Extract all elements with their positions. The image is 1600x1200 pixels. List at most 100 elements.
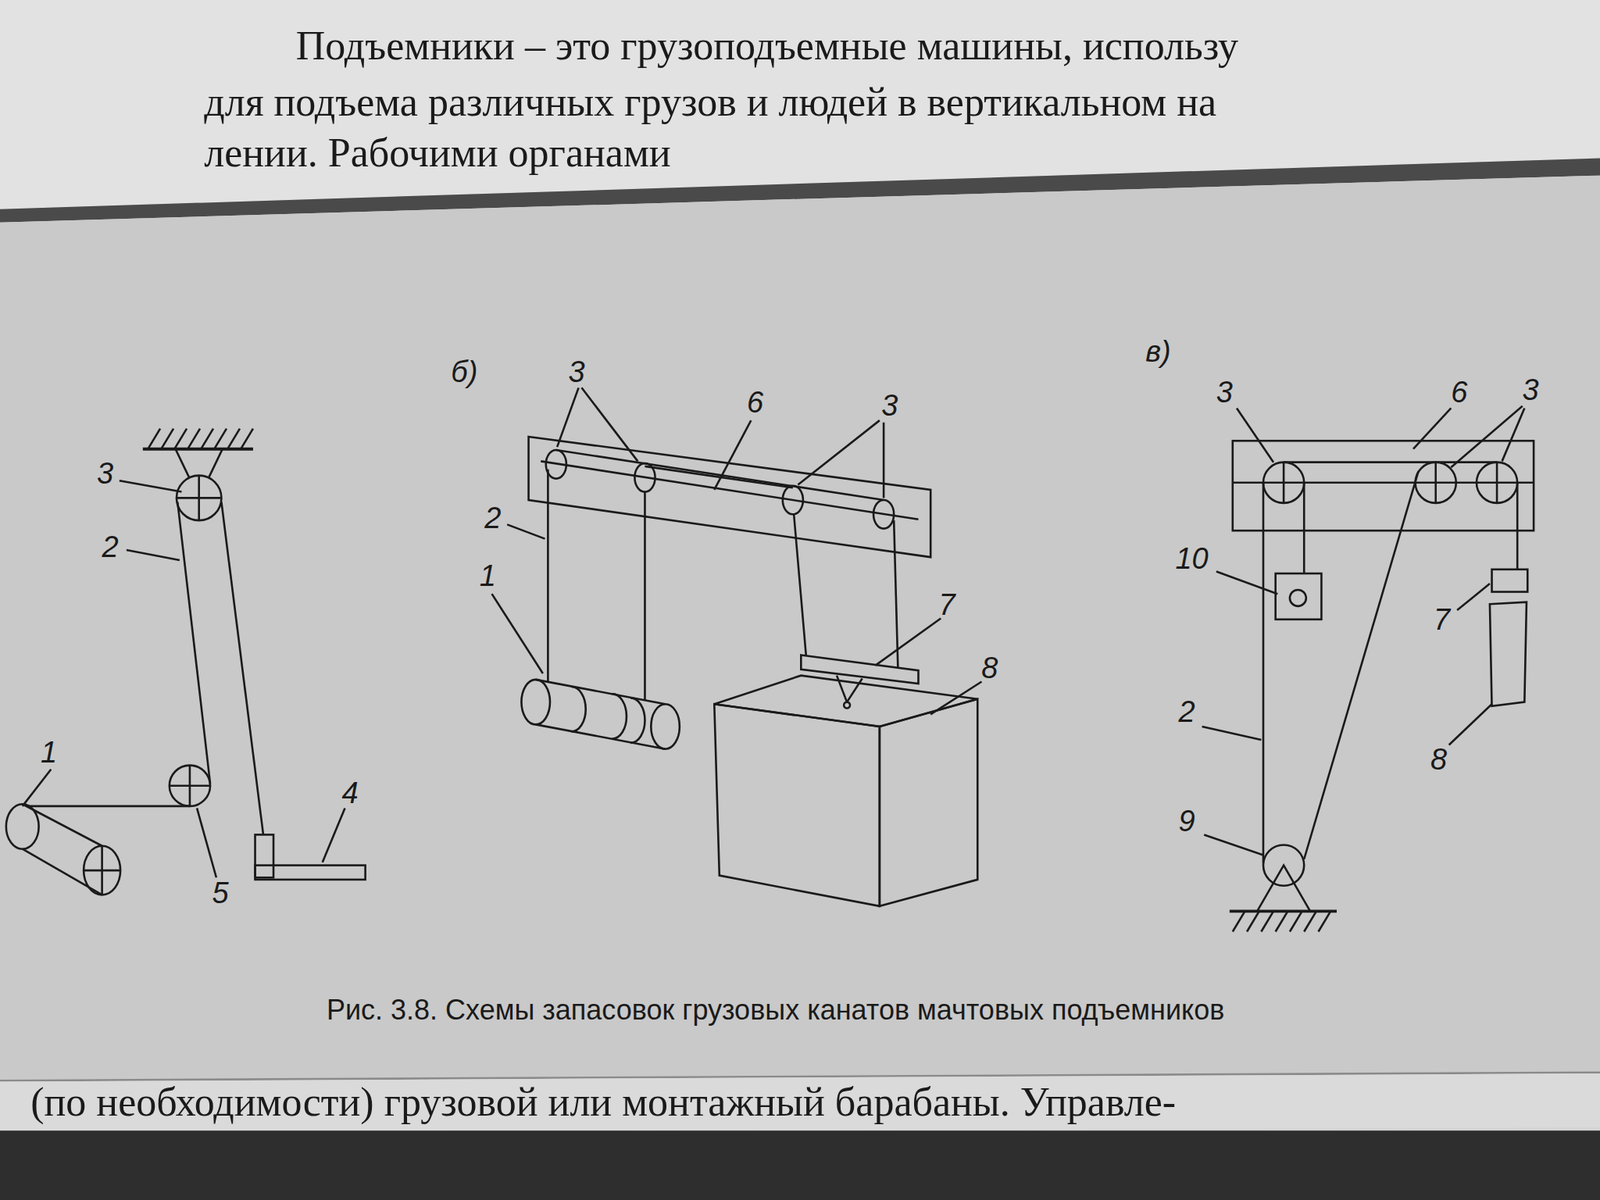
scheme-c	[1202, 406, 1534, 933]
scheme-a	[6, 428, 366, 896]
drawing-line	[177, 502, 211, 784]
drawing-line	[557, 387, 579, 447]
drawing-line	[126, 550, 180, 561]
drawing-line	[643, 492, 647, 700]
callout-number: б)	[450, 356, 478, 390]
callout-number: 3	[881, 389, 898, 423]
drawing-line	[930, 681, 982, 715]
callout-number: 7	[939, 589, 956, 622]
drawing-line	[1236, 407, 1274, 462]
drawing-circle	[176, 475, 222, 521]
drawing-circle	[843, 702, 850, 709]
drawing-ellipse	[650, 703, 680, 749]
drawing-line	[882, 422, 886, 499]
drawing-line	[1318, 910, 1332, 932]
callout-number: 3	[1216, 376, 1233, 410]
drawing-line	[189, 765, 192, 807]
drawing-line	[535, 724, 666, 749]
drawing-line	[322, 807, 346, 862]
callout-number: 4	[341, 777, 358, 811]
drawing-line	[119, 480, 183, 492]
drawing-circle	[1263, 462, 1304, 504]
drawing-line	[1434, 462, 1437, 504]
body-text: (по необходимости) грузовой или монтажны…	[30, 1079, 1176, 1125]
drawing-polygon	[800, 655, 918, 685]
drawing-line	[160, 428, 174, 450]
drawing-ellipse	[782, 485, 804, 515]
body-text: лении. Рабочими органами	[203, 130, 671, 175]
drawing-line	[714, 420, 751, 490]
callout-number: 3	[96, 457, 114, 491]
callout-number: 7	[1433, 603, 1450, 637]
drawing-line	[200, 428, 214, 450]
drawing-line	[1216, 571, 1278, 594]
drawing-line	[1516, 482, 1519, 570]
drawing-line	[227, 428, 240, 450]
drawing-rect	[255, 865, 366, 880]
drawing-ellipse	[521, 679, 550, 725]
drawing-circle	[1289, 589, 1307, 607]
drawing-polygon	[879, 699, 978, 907]
drawing-line	[214, 428, 227, 450]
drawing-line	[187, 428, 200, 450]
drawing-circle	[1415, 462, 1457, 504]
drawing-line	[793, 514, 807, 657]
drawing-line	[22, 803, 103, 847]
drawing-line	[540, 460, 918, 519]
drawing-line	[644, 466, 793, 488]
drawing-line	[581, 387, 638, 461]
body-text: Подъемники – это грузоподъемные машины, …	[296, 23, 1239, 68]
drawing-line	[1449, 703, 1493, 745]
drawing-line	[797, 420, 879, 485]
drawing-line	[1229, 909, 1337, 913]
drawing-circle	[169, 765, 211, 807]
drawing-ellipse	[83, 846, 121, 896]
drawing-line	[240, 428, 254, 450]
drawing-line	[1282, 462, 1286, 504]
callout-number: 2	[101, 531, 118, 565]
figure-caption: Рис. 3.8. Схемы запасовок грузовых канат…	[326, 994, 1225, 1026]
drawing-ellipse	[634, 463, 655, 493]
drawing-line	[492, 593, 543, 674]
drawing-line	[1283, 460, 1497, 464]
drawing-circle	[1476, 462, 1518, 504]
drawing-line	[893, 520, 898, 668]
drawing-line	[507, 524, 545, 539]
callout-number: 8	[981, 652, 998, 686]
body-text: для подъема различных грузов и людей в в…	[203, 79, 1217, 125]
drawing-rect	[255, 834, 275, 878]
drawing-line	[1303, 910, 1317, 932]
drawing-polygon	[1489, 602, 1527, 707]
callout-number: 6	[1450, 376, 1468, 410]
drawing-line	[556, 450, 884, 500]
drawing-polygon	[0, 1073, 1600, 1133]
drawing-ellipse	[873, 500, 894, 529]
drawing-line	[22, 769, 52, 807]
callout-number: 9	[1178, 805, 1195, 839]
drawing-line	[1496, 462, 1499, 504]
drawing-line	[147, 428, 161, 450]
drawing-line	[221, 502, 264, 836]
drawing-line	[196, 807, 217, 878]
drawing-rect	[1232, 440, 1534, 531]
drawing-line	[1262, 482, 1265, 864]
drawing-line	[1289, 910, 1303, 932]
drawing-line	[28, 805, 190, 808]
callout-number: 1	[479, 560, 497, 593]
drawing-polygon	[0, 175, 1600, 1080]
drawing-path	[630, 697, 645, 743]
drawing-line	[535, 679, 666, 704]
drawing-path	[571, 686, 586, 732]
drawing-line	[875, 618, 942, 666]
callout-number: 2	[484, 502, 501, 536]
drawing-path	[612, 693, 627, 739]
drawing-line	[1232, 910, 1246, 932]
drawing-line	[1260, 910, 1274, 932]
drawing-polygon	[528, 436, 932, 558]
drawing-line	[1203, 834, 1264, 855]
drawing-line	[1413, 407, 1451, 449]
drawing-line	[1457, 583, 1490, 611]
